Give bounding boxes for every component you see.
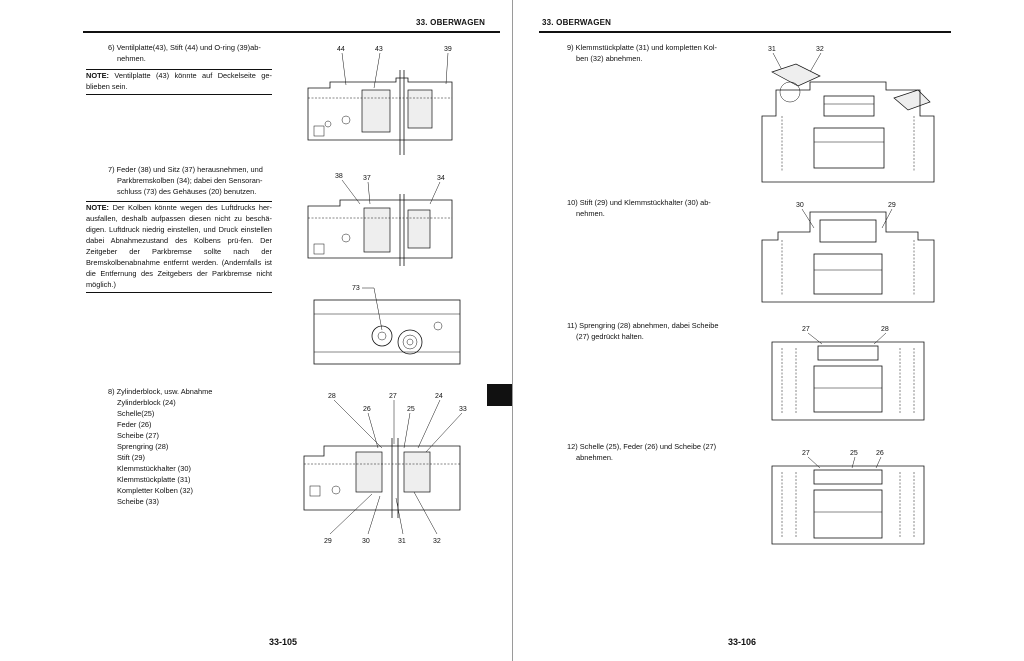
note-1: NOTE: Ventilplatte (43) könnte auf Decke… xyxy=(86,70,272,92)
note-rule-bottom xyxy=(86,94,272,95)
step-11-line2: (27) gedrückt halten. xyxy=(576,332,644,341)
callout-29: 29 xyxy=(324,538,332,545)
parts-list-item: Scheibe (27) xyxy=(117,431,159,440)
figure-cylinder-block: 28 26 27 25 24 33 29 30 31 32 xyxy=(303,393,467,545)
right-page: 33. OBERWAGEN 9) Klemmstückplatte (31) u… xyxy=(513,0,1024,661)
header-rule xyxy=(83,31,500,33)
callout-26: 26 xyxy=(363,406,371,413)
step-7-line1: 7) Feder (38) und Sitz (37) herausnehmen… xyxy=(108,165,263,174)
callout-30: 30 xyxy=(796,202,804,209)
figure-pin-removal: 30 29 xyxy=(761,202,935,303)
callout-30: 30 xyxy=(362,538,370,545)
header-rule xyxy=(539,31,951,33)
chapter-thumb-tab xyxy=(487,384,512,406)
page-header: 33. OBERWAGEN xyxy=(542,18,612,27)
parts-list-item: Schelle(25) xyxy=(117,409,155,418)
note-2-text2: (Andernfalls ist die Entfernung des Zeit… xyxy=(86,258,272,289)
callout-73: 73 xyxy=(352,285,360,292)
figure-clamp-plate-removal: 31 32 xyxy=(761,46,935,183)
callout-33: 33 xyxy=(459,406,467,413)
figure-valve-plate-removal: 44 43 39 xyxy=(307,46,453,155)
callout-25: 25 xyxy=(407,406,415,413)
step-10-line2: nehmen. xyxy=(576,209,605,218)
page-header: 33. OBERWAGEN xyxy=(416,18,486,27)
callout-24: 24 xyxy=(435,393,443,400)
step-8-title: 8) Zylinderblock, usw. Abnahme xyxy=(108,387,213,396)
parts-list-item: Klemmstückhalter (30) xyxy=(117,464,191,473)
callout-38: 38 xyxy=(335,173,343,180)
step-11-line1: 11) Sprengring (28) abnehmen, dabei Sche… xyxy=(567,321,719,330)
figure-collar-spring-removal: 27 25 26 xyxy=(771,450,925,545)
step-6-line2: nehmen. xyxy=(117,54,146,63)
step-6-line1: 6) Ventilplatte(43), Stift (44) und O-ri… xyxy=(108,43,261,52)
note-2: NOTE: Der Kolben könnte wegen des Luftdr… xyxy=(86,202,272,290)
step-7-line3: schluss (73) des Gehäuses (20) benutzen. xyxy=(117,187,257,196)
note-2-text: Der Kolben könnte wegen des Luftdrucks h… xyxy=(86,203,272,267)
callout-27: 27 xyxy=(802,326,810,333)
note-rule-top xyxy=(86,201,272,202)
callout-37: 37 xyxy=(363,175,371,182)
page-divider xyxy=(512,0,513,661)
parts-list-item: Sprengring (28) xyxy=(117,442,169,451)
callout-32: 32 xyxy=(816,46,824,53)
step-9-line2: ben (32) abnehmen. xyxy=(576,54,643,63)
parts-list-item: Kompletter Kolben (32) xyxy=(117,486,193,495)
step-9: 9) Klemmstückplatte (31) und kompletten … xyxy=(567,42,737,64)
callout-39: 39 xyxy=(444,46,452,53)
note-2-label: NOTE: xyxy=(86,203,109,212)
callout-31: 31 xyxy=(768,46,776,53)
step-10-line1: 10) Stift (29) und Klemmstückhalter (30)… xyxy=(567,198,711,207)
callout-34: 34 xyxy=(437,175,445,182)
parts-list-item: Feder (26) xyxy=(117,420,152,429)
callout-31: 31 xyxy=(398,538,406,545)
note-1-label: NOTE: xyxy=(86,71,109,80)
parts-list-item: Stift (29) xyxy=(117,453,145,462)
parts-list-item: Scheibe (33) xyxy=(117,497,159,506)
callout-32: 32 xyxy=(433,538,441,545)
callout-28: 28 xyxy=(328,393,336,400)
callout-25: 25 xyxy=(850,450,858,457)
parts-list-item: Zylinderblock (24) xyxy=(117,398,176,407)
left-page: 33. OBERWAGEN 6) Ventilplatte(43), Stift… xyxy=(83,18,512,647)
figure-snap-ring-removal: 27 28 xyxy=(771,326,925,421)
callout-27: 27 xyxy=(389,393,397,400)
callout-43: 43 xyxy=(375,46,383,53)
step-10: 10) Stift (29) und Klemmstückhalter (30)… xyxy=(567,197,737,219)
parts-list-item: Klemmstückplatte (31) xyxy=(117,475,191,484)
callout-27: 27 xyxy=(802,450,810,457)
page-number: 33-106 xyxy=(728,637,757,647)
figure-piston-removal: 38 37 34 xyxy=(307,173,453,266)
step-6: 6) Ventilplatte(43), Stift (44) und O-ri… xyxy=(108,42,278,64)
figure-sensor-port: 73 xyxy=(313,285,461,365)
step-12-line1: 12) Schelle (25), Feder (26) und Scheibe… xyxy=(567,442,717,451)
note-rule-bottom xyxy=(86,292,272,293)
step-7-line2: Parkbremskolben (34); dabei den Sensoran… xyxy=(117,176,263,185)
note-rule-top xyxy=(86,69,272,70)
step-8: 8) Zylinderblock, usw. Abnahme Zylinderb… xyxy=(108,386,278,507)
callout-28: 28 xyxy=(881,326,889,333)
callout-26: 26 xyxy=(876,450,884,457)
note-1-text: Ventilplatte (43) könnte auf Deckelseite… xyxy=(86,71,272,91)
step-12-line2: abnehmen. xyxy=(576,453,613,462)
page-number: 33-105 xyxy=(269,637,298,647)
callout-44: 44 xyxy=(337,46,345,53)
step-9-line1: 9) Klemmstückplatte (31) und kompletten … xyxy=(567,43,717,52)
step-7: 7) Feder (38) und Sitz (37) herausnehmen… xyxy=(108,164,278,197)
step-12: 12) Schelle (25), Feder (26) und Scheibe… xyxy=(567,441,737,463)
callout-29: 29 xyxy=(888,202,896,209)
step-11: 11) Sprengring (28) abnehmen, dabei Sche… xyxy=(567,320,737,342)
